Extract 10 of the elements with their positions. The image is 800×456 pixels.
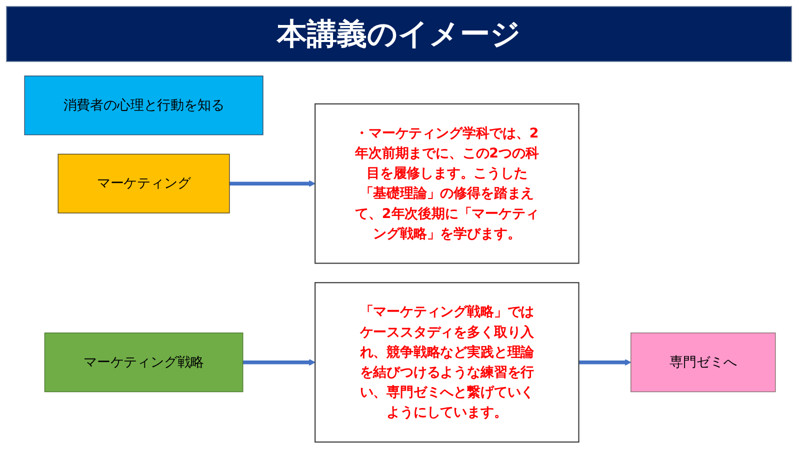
arrow — [578, 359, 632, 366]
arrow — [242, 359, 316, 366]
node-box: 「マーケティング戦略」ではケーススタディを多く取り入れ、競争戦略など実践と理論を結びつけるような練習を行い、専門ゼミへと繋げていくようにしています。 — [314, 282, 580, 443]
node-box: 消費者の心理と行動を知る — [24, 76, 264, 136]
node-box: 専門ゼミへ — [630, 332, 776, 392]
node-box: ・マーケティング学科では、2年次前期までに、この2つの科目を履修します。こうした「基礎理論」の修得を踏まえて、2年次後期に「マーケティング戦略」を学びます。 — [314, 103, 580, 264]
node-box: マーケティング — [58, 154, 230, 214]
arrow — [229, 180, 316, 187]
title-banner: 本講義のイメージ — [6, 6, 792, 62]
node-box: マーケティング戦略 — [44, 332, 244, 392]
